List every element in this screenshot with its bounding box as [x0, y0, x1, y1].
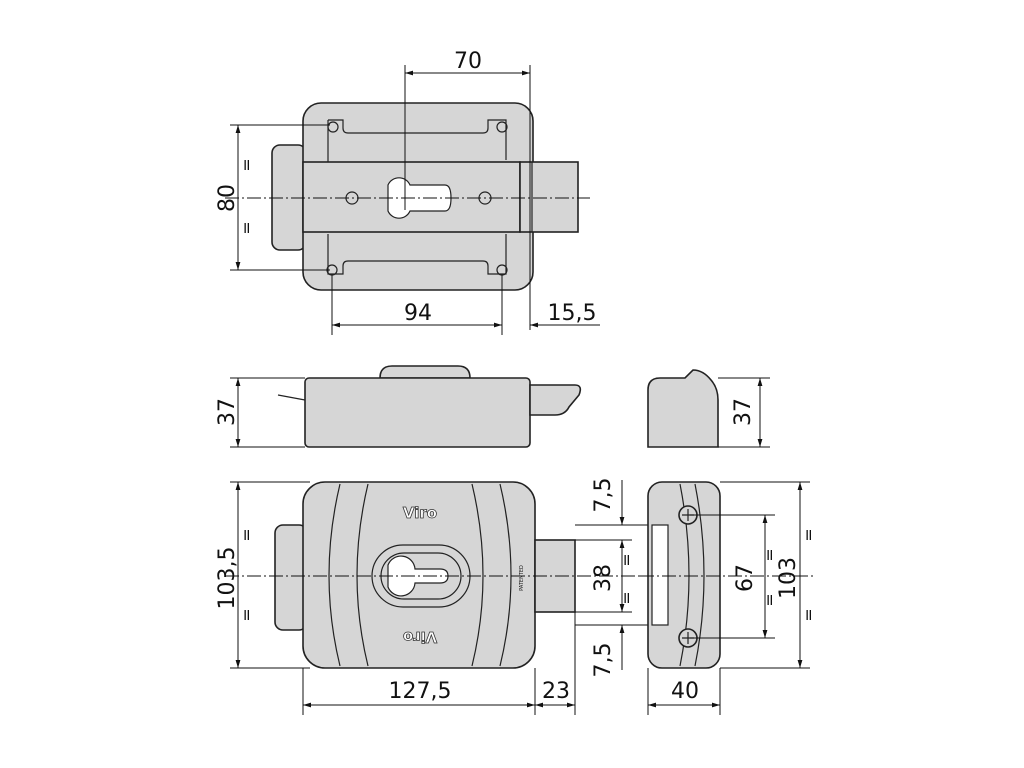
dim-23: 23: [542, 679, 570, 704]
equal-mark: =: [617, 553, 636, 566]
end-view: 37: [647, 369, 770, 448]
dim-70: 70: [454, 49, 482, 74]
dim-7-5-bottom: 7,5: [591, 643, 616, 678]
equal-mark: =: [799, 528, 818, 541]
equal-mark: =: [237, 158, 256, 171]
dim-40: 40: [671, 679, 699, 704]
dim-80: 80: [215, 184, 240, 212]
equal-mark: =: [237, 528, 256, 541]
front-view: Viro Viro PATENTED 103,5 = = 127,5 23 7,…: [215, 478, 668, 715]
side-view: 37: [215, 365, 582, 448]
equal-mark: =: [237, 608, 256, 621]
brand-logo: Viro: [403, 504, 437, 522]
dim-15-5: 15,5: [548, 301, 597, 326]
equal-mark: =: [237, 221, 256, 234]
dim-103-5: 103,5: [215, 547, 240, 610]
dim-94: 94: [404, 301, 432, 326]
dim-103: 103: [776, 557, 801, 599]
equal-mark: =: [799, 608, 818, 621]
right-view: 67 103 = = = = 40: [640, 481, 818, 715]
equal-mark: =: [760, 593, 779, 606]
dim-37-side: 37: [215, 398, 240, 426]
dim-38: 38: [591, 564, 616, 592]
dim-127-5: 127,5: [389, 679, 452, 704]
top-view: 70 80 = = 94 15,5: [215, 49, 600, 335]
equal-mark: =: [617, 591, 636, 604]
dim-37-end: 37: [731, 398, 756, 426]
patent-mark: PATENTED: [519, 565, 525, 591]
brand-logo-inverted: Viro: [403, 628, 437, 646]
dim-67: 67: [733, 564, 758, 592]
dim-7-5-top: 7,5: [591, 478, 616, 513]
equal-mark: =: [760, 548, 779, 561]
